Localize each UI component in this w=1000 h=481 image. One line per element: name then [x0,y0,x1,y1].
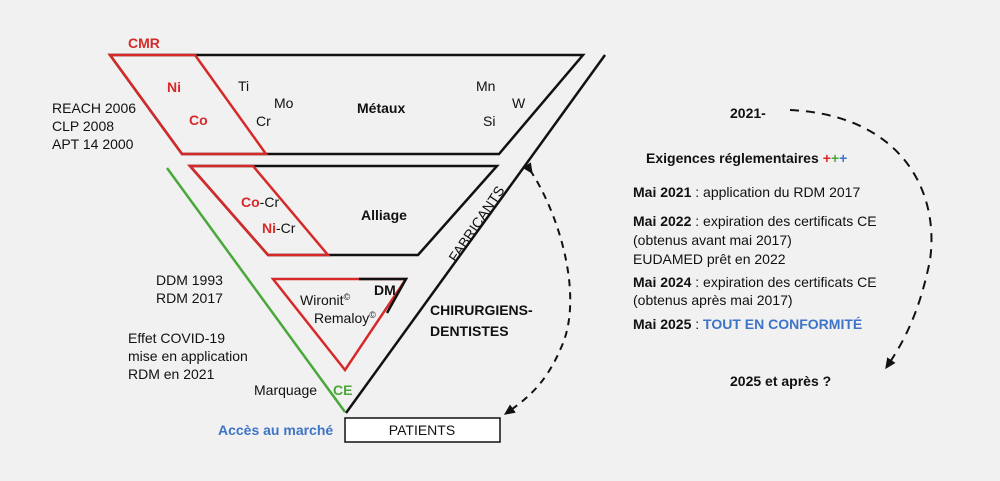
event-2022-line-2: (obtenus avant mai 2017) [633,232,792,248]
event-2022: Mai 2022 : expiration des certificats CE [633,213,877,229]
metal-ti: Ti [238,78,249,94]
wironit-label: Wironit© [300,292,351,308]
ddm-line: DDM 1993 [156,272,223,288]
fabricants-label: FABRICANTS [445,183,507,265]
requirements-heading: Exigences réglementaires+++ [646,150,847,166]
event-2021: Mai 2021 : application du RDM 2017 [633,184,860,200]
apt-line: APT 14 2000 [52,136,134,152]
cmr-label: CMR [128,35,160,51]
event-2022-line-3: EUDAMED prêt en 2022 [633,251,786,267]
metal-cr: Cr [256,113,271,129]
dashed-arrow-right [789,109,933,370]
alloy-cmr-zone [187,164,331,257]
alliage-label: Alliage [361,207,407,223]
timeline-start: 2021- [730,105,766,121]
ce-mark: CE [333,382,352,398]
co-label: Co [189,112,208,128]
dm-corner [359,277,409,314]
covid-line-1: Effet COVID-19 [128,330,225,346]
alliage-band [187,164,500,257]
metal-si: Si [483,113,495,129]
patients-label: PATIENTS [389,422,455,438]
reach-line: REACH 2006 [52,100,136,116]
ni-label: Ni [167,79,181,95]
ni-cr-alloy: Ni-Cr [262,220,296,236]
chirurgiens-label: CHIRURGIENS- [430,302,533,318]
event-2025: Mai 2025 : TOUT EN CONFORMITÉ [633,316,862,332]
dm-label: DM [374,282,396,298]
dentistes-label: DENTISTES [430,323,509,339]
timeline-end: 2025 et après ? [730,373,831,389]
metal-mn: Mn [476,78,495,94]
co-cr-alloy: Co-Cr [241,194,279,210]
metal-w: W [512,95,526,111]
dashed-arrow-left [503,162,572,415]
metal-mo: Mo [274,95,294,111]
event-2024: Mai 2024 : expiration des certificats CE [633,274,877,290]
cmr-zone [107,53,269,156]
covid-line-3: RDM en 2021 [128,366,215,382]
event-2024-line-2: (obtenus après mai 2017) [633,292,793,308]
metaux-label: Métaux [357,100,405,116]
rdm-line: RDM 2017 [156,290,223,306]
acces-marche-label: Accès au marché [218,422,333,438]
marquage-label: Marquage [254,382,317,398]
ce-line [165,167,347,413]
fabricants-line [344,54,607,414]
patients-box [344,417,501,443]
covid-line-2: mise en application [128,348,248,364]
dm-triangle [270,277,409,373]
clp-line: CLP 2008 [52,118,114,134]
remaloy-label: Remaloy© [314,310,376,326]
